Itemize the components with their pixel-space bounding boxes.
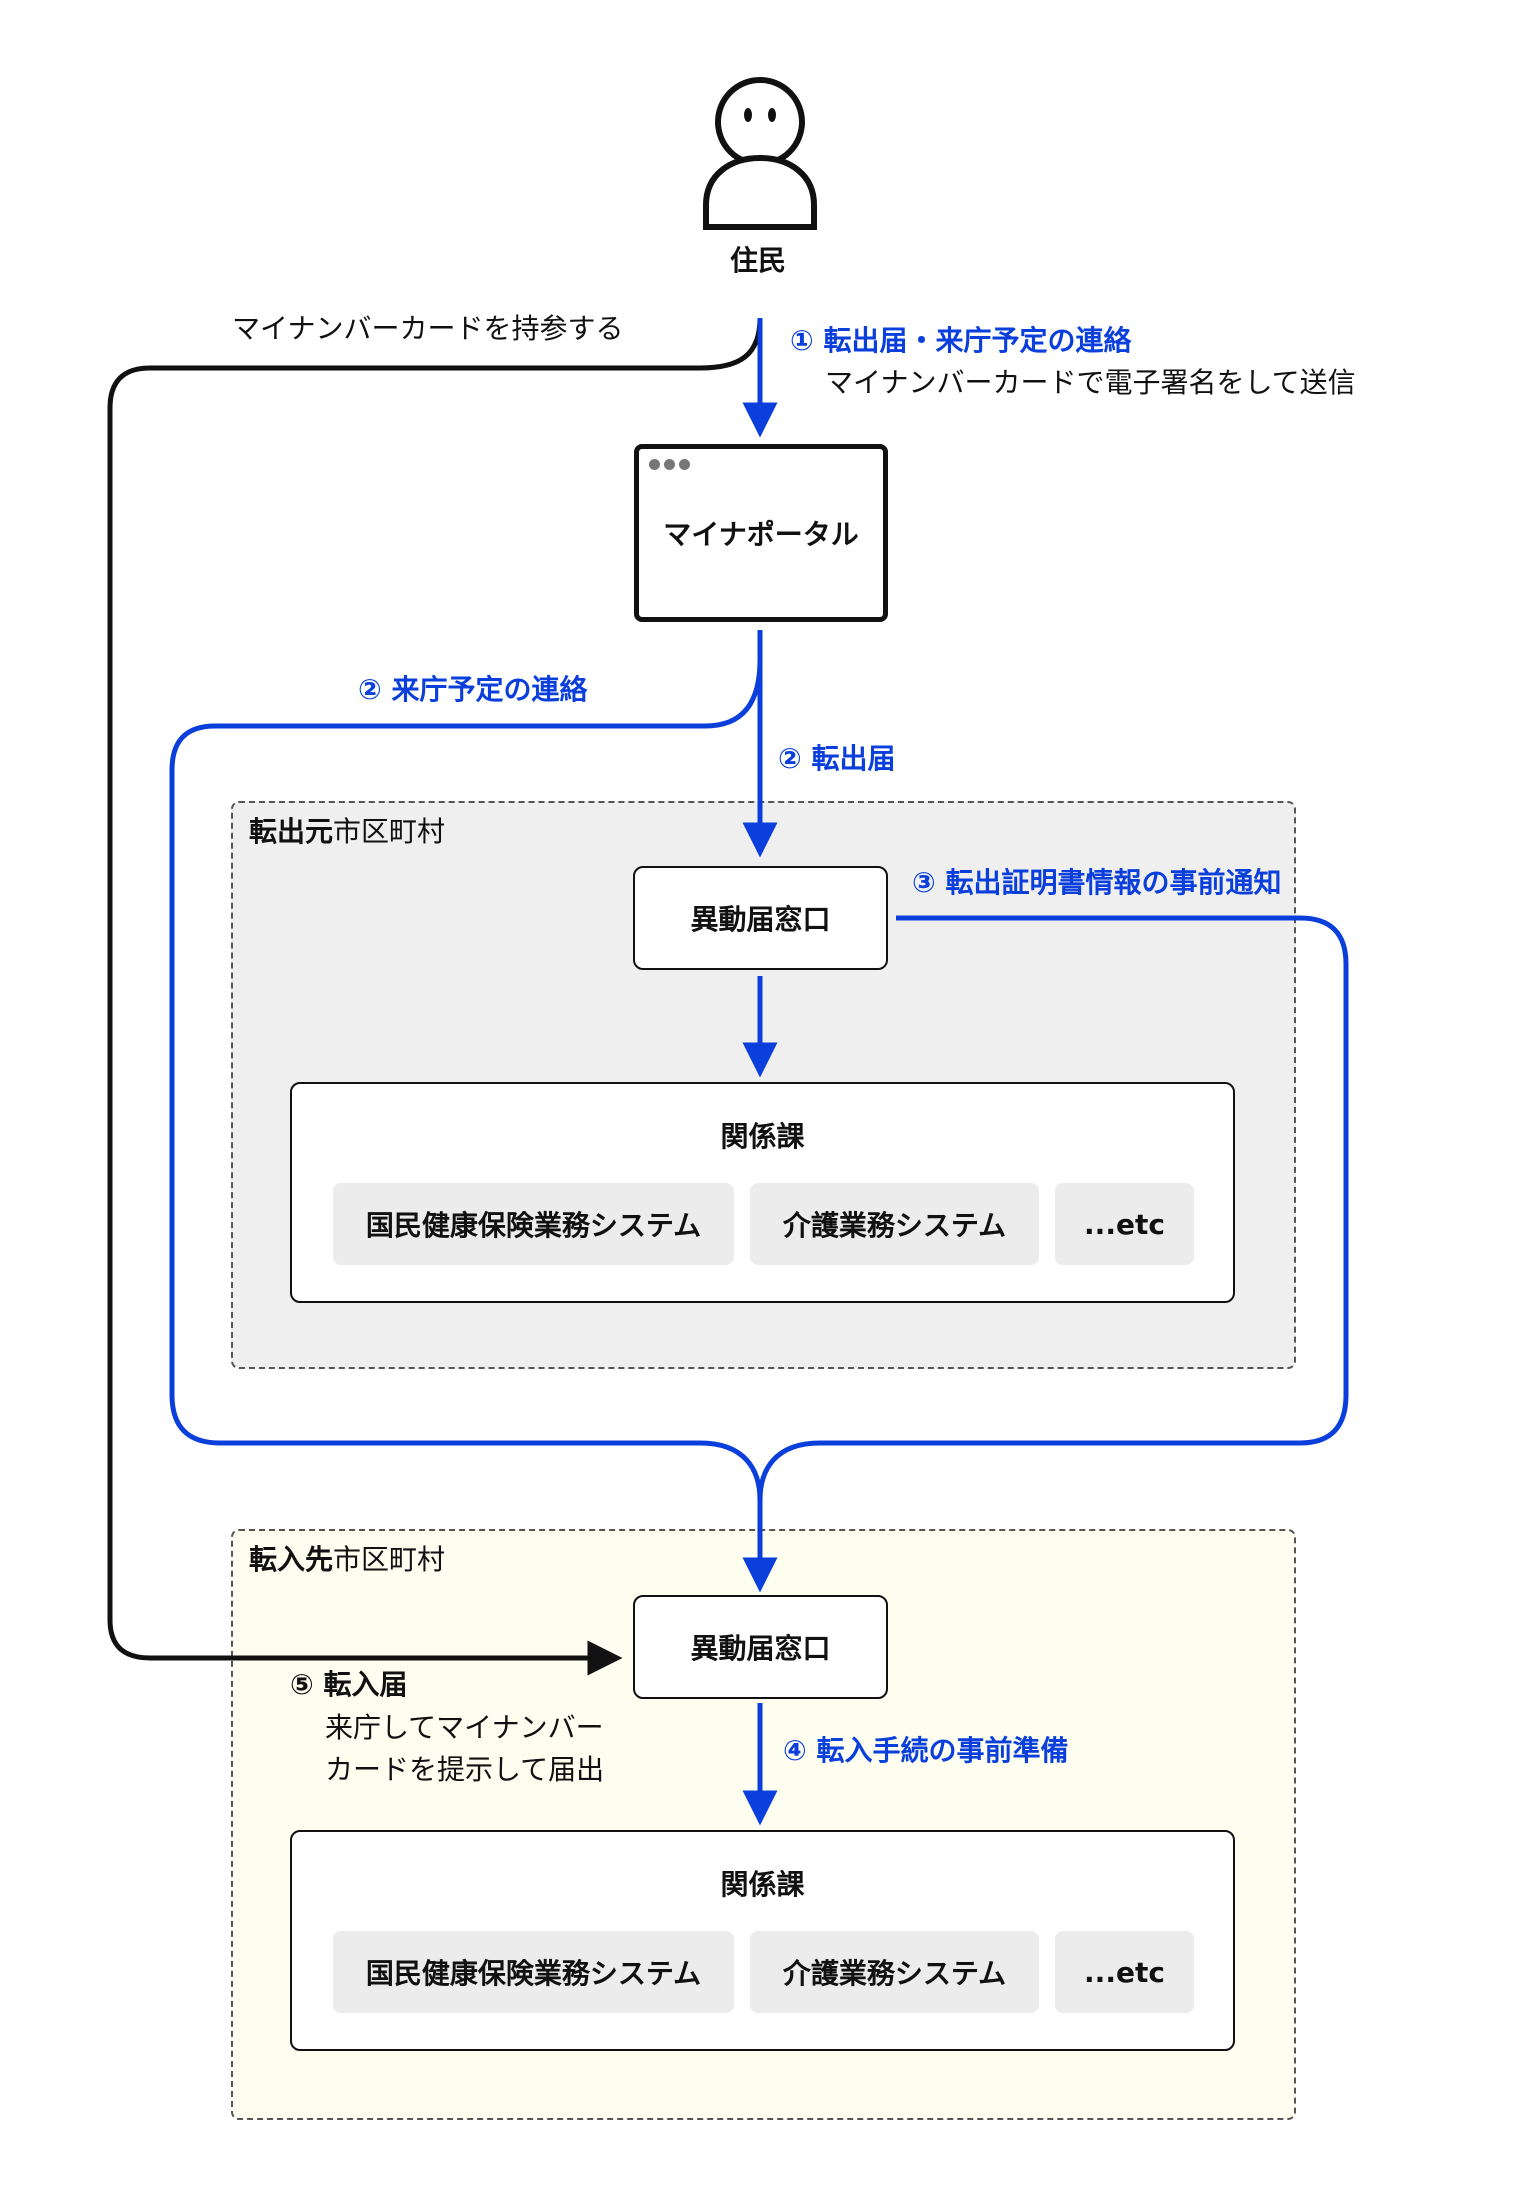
resident-label: 住民 [730,244,787,277]
step1-title: ① 転出届・来庁予定の連絡 [790,324,1132,357]
mynaportal-label: マイナポータル [663,518,859,551]
destination-system-etc: ...etc [1055,1931,1194,2013]
window-dots [649,459,690,470]
origin-counter[interactable]: 異動届窓口 [633,866,888,970]
step5-title: ⑤ 転入届 [290,1668,408,1701]
destination-title-bold: 転入先 [249,1543,334,1576]
window-dot-icon [649,459,660,470]
step2-visit-line [169,659,763,1501]
step2-move-out-label: ② 転出届 [778,742,896,775]
origin-system-etc: ...etc [1055,1183,1194,1265]
mynaportal-window[interactable]: マイナポータル [634,444,888,622]
origin-title-bold: 転出元 [249,815,334,848]
destination-system-care: 介護業務システム [750,1931,1039,2013]
step4-label: ④ 転入手続の事前準備 [783,1734,1069,1767]
origin-dept-title: 関係課 [720,1120,805,1153]
origin-system-nhi: 国民健康保険業務システム [333,1183,734,1265]
destination-counter[interactable]: 異動届窓口 [633,1595,888,1699]
step5-line1: 来庁してマイナンバー [325,1711,604,1744]
step5-line2: カードを提示して届出 [325,1753,605,1786]
origin-title: 転出元市区町村 [249,815,445,849]
step1-subtitle: マイナンバーカードで電子署名をして送信 [825,366,1356,399]
origin-title-rest: 市区町村 [333,815,446,848]
window-dot-icon [679,459,690,470]
destination-dept-title: 関係課 [720,1868,805,1901]
step3-label: ③ 転出証明書情報の事前通知 [912,866,1282,899]
destination-counter-label: 異動届窓口 [690,1632,831,1665]
destination-system-nhi: 国民健康保険業務システム [333,1931,734,2013]
step3-line [757,915,1349,1501]
bring-card-line [107,317,763,1676]
destination-title-rest: 市区町村 [333,1543,446,1576]
step2-visit-label: ② 来庁予定の連絡 [358,673,588,706]
origin-counter-label: 異動届窓口 [690,903,831,936]
window-dot-icon [664,459,675,470]
bring-card-note: マイナンバーカードを持参する [232,312,624,345]
destination-title: 転入先市区町村 [249,1543,445,1577]
origin-system-care: 介護業務システム [750,1183,1039,1265]
person-icon [703,77,817,230]
